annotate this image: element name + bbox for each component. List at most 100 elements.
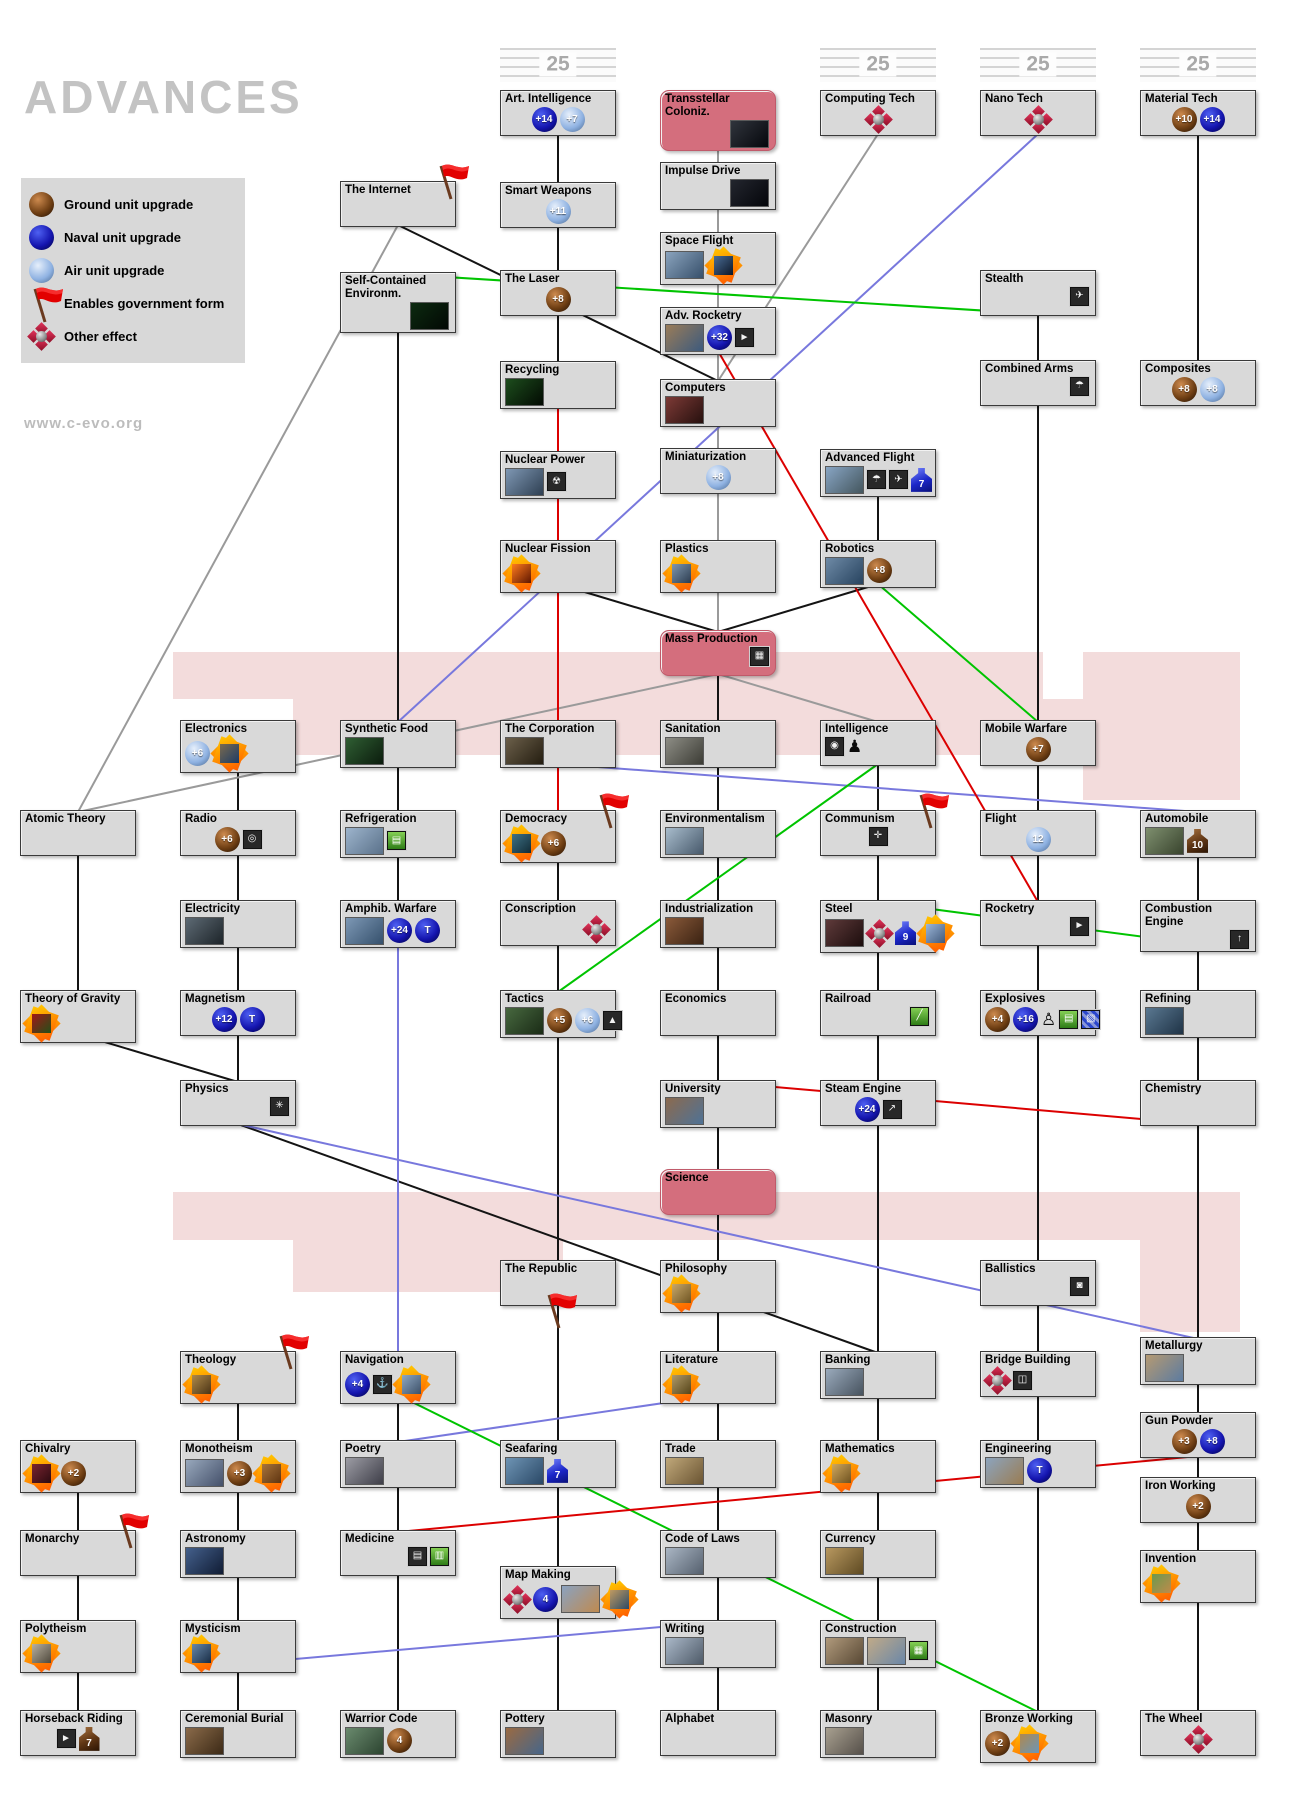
tech-node-currency[interactable]: Currency <box>820 1530 936 1578</box>
cannon-icon: ◙ <box>1069 1275 1090 1297</box>
tech-node-space_flight[interactable]: Space Flight <box>660 232 776 285</box>
tech-node-the_republic[interactable]: The Republic <box>500 1260 616 1329</box>
tech-node-refrigeration[interactable]: Refrigeration▤ <box>340 810 456 858</box>
tech-node-horseback_riding[interactable]: Horseback Riding►7 <box>20 1710 136 1756</box>
tech-node-computing_tech[interactable]: Computing Tech <box>820 90 936 136</box>
tech-node-astronomy[interactable]: Astronomy <box>180 1530 296 1578</box>
tech-node-pottery[interactable]: Pottery <box>500 1710 616 1758</box>
tech-node-metallurgy[interactable]: Metallurgy <box>1140 1337 1256 1385</box>
tech-node-mobile_warfare[interactable]: Mobile Warfare+7 <box>980 720 1096 766</box>
tech-node-philosophy[interactable]: Philosophy <box>660 1260 776 1313</box>
tech-node-synthetic_food[interactable]: Synthetic Food <box>340 720 456 768</box>
tech-node-tactics[interactable]: Tactics+5+6▲ <box>500 990 623 1038</box>
tech-node-university[interactable]: University <box>660 1080 776 1128</box>
tech-node-democracy[interactable]: Democracy+6 <box>500 793 629 863</box>
tech-node-code_of_laws[interactable]: Code of Laws <box>660 1530 776 1578</box>
tech-node-transstellar[interactable]: Transstellar Coloniz. <box>660 90 776 151</box>
tech-node-electronics[interactable]: Electronics+6 <box>180 720 296 773</box>
tech-node-masonry[interactable]: Masonry <box>820 1710 936 1758</box>
tech-node-conscription[interactable]: Conscription <box>500 900 616 946</box>
tech-node-iron_working[interactable]: Iron Working+2 <box>1140 1477 1256 1523</box>
tech-node-impulse_drive[interactable]: Impulse Drive <box>660 162 776 210</box>
tech-node-mysticism[interactable]: Mysticism <box>180 1620 296 1673</box>
tech-node-bridge_building[interactable]: Bridge Building◫ <box>980 1351 1096 1397</box>
tech-node-ballistics[interactable]: Ballistics◙ <box>980 1260 1096 1306</box>
tech-node-ceremonial_burial[interactable]: Ceremonial Burial <box>180 1710 296 1758</box>
tech-node-literature[interactable]: Literature <box>660 1351 776 1404</box>
caravan-photo <box>665 1456 704 1485</box>
tech-node-stealth[interactable]: Stealth✈ <box>980 270 1096 316</box>
tech-node-gun_powder[interactable]: Gun Powder+3+8 <box>1140 1412 1256 1458</box>
tech-node-miniaturization[interactable]: Miniaturization+8 <box>660 448 776 494</box>
tech-node-writing[interactable]: Writing <box>660 1620 776 1668</box>
tech-node-adv_rocketry[interactable]: Adv. Rocketry+32► <box>660 307 776 355</box>
tech-node-nano_tech[interactable]: Nano Tech <box>980 90 1096 136</box>
tech-node-construction[interactable]: Construction▦ <box>820 1620 936 1668</box>
tech-node-communism[interactable]: Communism✛ <box>820 793 949 856</box>
tech-node-physics[interactable]: Physics✳ <box>180 1080 296 1126</box>
tech-node-chivalry[interactable]: Chivalry+2 <box>20 1440 136 1493</box>
tech-node-mass_production[interactable]: Mass Production▦ <box>660 630 776 676</box>
tech-node-railroad[interactable]: Railroad╱ <box>820 990 936 1036</box>
tech-node-science[interactable]: Science <box>660 1169 776 1215</box>
tech-node-theory_of_gravity[interactable]: Theory of Gravity <box>20 990 136 1043</box>
tech-node-environmentalism[interactable]: Environmentalism <box>660 810 776 858</box>
tech-node-combustion_engine[interactable]: Combustion Engine↑ <box>1140 900 1256 952</box>
tech-node-computers[interactable]: Computers <box>660 379 776 427</box>
website-link[interactable]: www.c-evo.org <box>24 415 144 432</box>
tech-node-explosives[interactable]: Explosives+4+16♙▤▨ <box>980 990 1102 1036</box>
tech-node-atomic_theory[interactable]: Atomic Theory <box>20 810 136 856</box>
tech-node-mathematics[interactable]: Mathematics <box>820 1440 936 1493</box>
tech-node-nuclear_power[interactable]: Nuclear Power☢ <box>500 451 616 499</box>
tech-node-smart_weapons[interactable]: Smart Weapons+11 <box>500 182 616 228</box>
tech-node-economics[interactable]: Economics <box>660 990 776 1036</box>
tech-node-icons: 4 <box>503 1580 639 1619</box>
tech-node-self_contained[interactable]: Self-Contained Environm. <box>340 272 456 333</box>
tech-node-poetry[interactable]: Poetry <box>340 1440 456 1488</box>
tech-node-label: The Laser <box>505 273 560 285</box>
tech-node-radio[interactable]: Radio+6◎ <box>180 810 296 856</box>
tech-node-theology[interactable]: Theology <box>180 1334 309 1404</box>
tech-node-nuclear_fission[interactable]: Nuclear Fission <box>500 540 616 593</box>
tech-node-monarchy[interactable]: Monarchy <box>20 1513 149 1576</box>
tech-node-the_wheel[interactable]: The Wheel <box>1140 1710 1256 1756</box>
tech-node-label: Poetry <box>345 1443 381 1455</box>
tech-node-plastics[interactable]: Plastics <box>660 540 776 593</box>
tech-node-art_intelligence[interactable]: Art. Intelligence+14+7 <box>500 90 616 136</box>
tech-node-the_corporation[interactable]: The Corporation <box>500 720 616 768</box>
tech-node-bronze_working[interactable]: Bronze Working+2 <box>980 1710 1096 1763</box>
tech-node-medicine[interactable]: Medicine▤▥ <box>340 1530 456 1576</box>
tech-node-the_laser[interactable]: The Laser+8 <box>500 270 616 316</box>
tech-node-intelligence[interactable]: Intelligence◉♟ <box>820 720 936 766</box>
tech-node-material_tech[interactable]: Material Tech+10+14 <box>1140 90 1256 136</box>
tech-node-steam_engine[interactable]: Steam Engine+24↗ <box>820 1080 936 1126</box>
tech-node-rocketry[interactable]: Rocketry► <box>980 900 1096 946</box>
tech-node-recycling[interactable]: Recycling <box>500 361 616 409</box>
tech-node-polytheism[interactable]: Polytheism <box>20 1620 136 1673</box>
tech-node-robotics[interactable]: Robotics+8 <box>820 540 936 588</box>
tech-node-composites[interactable]: Composites+8+8 <box>1140 360 1256 406</box>
tech-node-industrialization[interactable]: Industrialization <box>660 900 776 948</box>
tech-node-monotheism[interactable]: Monotheism+3 <box>180 1440 296 1493</box>
tech-node-the_internet[interactable]: The Internet <box>340 164 469 227</box>
tech-node-sanitation[interactable]: Sanitation <box>660 720 776 768</box>
tech-node-banking[interactable]: Banking <box>820 1351 936 1399</box>
tech-node-navigation[interactable]: Navigation+4⚓ <box>340 1351 456 1404</box>
tech-node-combined_arms[interactable]: Combined Arms☂ <box>980 360 1096 406</box>
tech-node-advanced_flight[interactable]: Advanced Flight☂✈7 <box>820 449 936 497</box>
tech-node-trade[interactable]: Trade <box>660 1440 776 1488</box>
tech-node-alphabet[interactable]: Alphabet <box>660 1710 776 1756</box>
tech-node-chemistry[interactable]: Chemistry <box>1140 1080 1256 1126</box>
tech-node-invention[interactable]: Invention <box>1140 1550 1256 1603</box>
tech-node-electricity[interactable]: Electricity <box>180 900 296 948</box>
tech-node-refining[interactable]: Refining <box>1140 990 1256 1038</box>
